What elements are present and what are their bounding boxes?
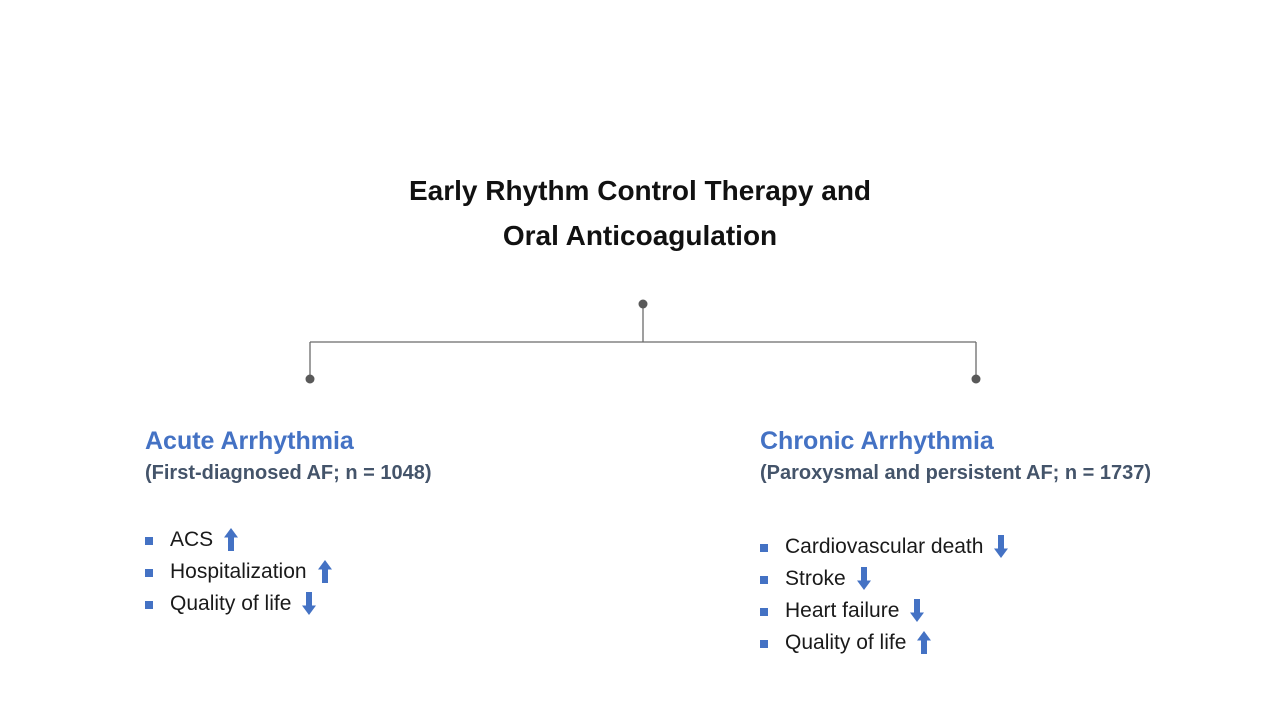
- connector-top-dot: [638, 299, 648, 309]
- chronic-outcome-list: Cardiovascular death Stroke Heart failur…: [760, 531, 1260, 659]
- list-item-label: Quality of life: [170, 592, 292, 615]
- trend-up-icon: [917, 630, 932, 654]
- acute-branch-subheading: (First-diagnosed AF; n = 1048): [145, 462, 432, 484]
- bullet-square-icon: [145, 536, 153, 545]
- trend-down-icon: [302, 591, 317, 615]
- trend-up-icon: [317, 559, 332, 583]
- list-item: Stroke: [760, 563, 1260, 595]
- list-item: Heart failure: [760, 595, 1260, 627]
- trend-up-icon: [224, 527, 239, 551]
- trend-down-icon: [910, 598, 925, 622]
- bullet-square-icon: [145, 568, 153, 577]
- bullet-square-icon: [145, 600, 153, 609]
- list-item: Quality of life: [760, 627, 1260, 659]
- list-item: Quality of life: [145, 588, 645, 620]
- list-item-label: Quality of life: [785, 631, 907, 654]
- slide-title: Early Rhythm Control Therapy and Oral An…: [0, 168, 1280, 258]
- bullet-square-icon: [760, 607, 768, 616]
- slide-title-line2: Oral Anticoagulation: [502, 220, 778, 251]
- list-item: ACS: [145, 524, 645, 556]
- connector-right-dot: [971, 374, 981, 384]
- chronic-branch-heading: Chronic Arrhythmia: [760, 427, 994, 455]
- acute-outcome-list: ACS Hospitalization Quality of life: [145, 524, 645, 620]
- bullet-square-icon: [760, 543, 768, 552]
- list-item-label: Stroke: [785, 567, 846, 590]
- chronic-branch-header: Chronic Arrhythmia (Paroxysmal and persi…: [760, 426, 1260, 486]
- list-item-label: Hospitalization: [170, 560, 307, 583]
- list-item: Hospitalization: [145, 556, 645, 588]
- list-item: Cardiovascular death: [760, 531, 1260, 563]
- trend-down-icon: [994, 534, 1009, 558]
- acute-branch-heading: Acute Arrhythmia: [145, 427, 354, 455]
- trend-down-icon: [856, 566, 871, 590]
- connector-left-dot: [305, 374, 315, 384]
- list-item-label: Cardiovascular death: [785, 535, 984, 558]
- list-item-label: ACS: [170, 528, 214, 551]
- acute-branch-header: Acute Arrhythmia (First-diagnosed AF; n …: [145, 426, 645, 486]
- slide-title-line1: Early Rhythm Control Therapy and: [408, 175, 872, 206]
- bullet-square-icon: [760, 639, 768, 648]
- bullet-square-icon: [760, 575, 768, 584]
- chronic-branch-subheading: (Paroxysmal and persistent AF; n = 1737): [760, 462, 1152, 484]
- list-item-label: Heart failure: [785, 599, 900, 622]
